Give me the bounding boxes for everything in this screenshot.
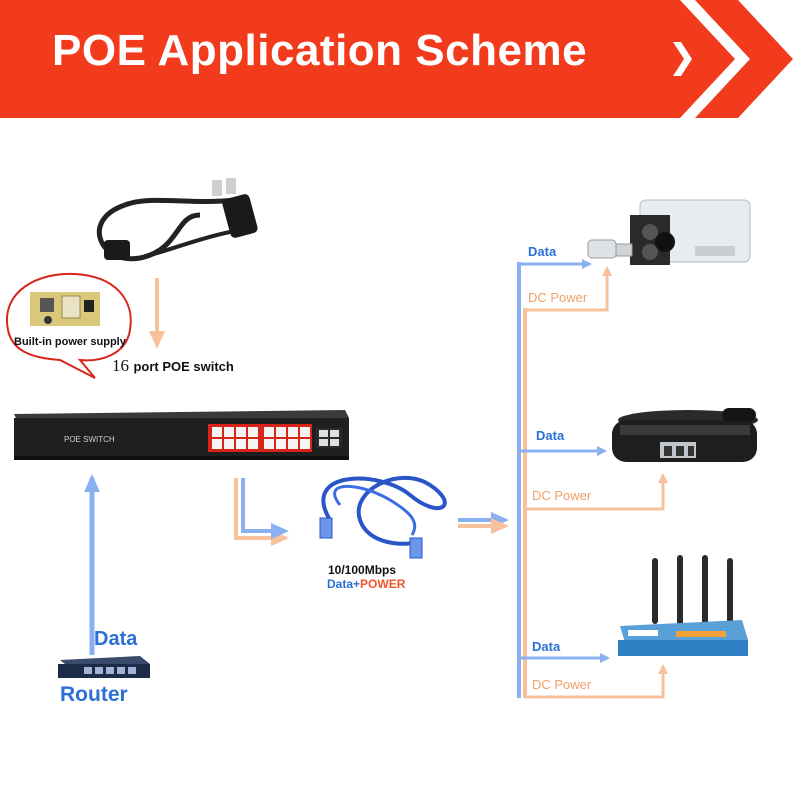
- phone-data-label: Data: [536, 428, 565, 443]
- chevron-right-icon: [673, 42, 692, 76]
- switch-caption-text: port POE switch: [133, 359, 234, 374]
- title-banner: [0, 0, 793, 118]
- rj45-port-icon: [300, 439, 310, 449]
- rj45-port-icon: [212, 439, 222, 449]
- switch-port-count: 16: [112, 356, 129, 375]
- rj45-port-icon: [224, 427, 234, 437]
- rj45-port-icon: [276, 427, 286, 437]
- rj45-port-icon: [264, 427, 274, 437]
- poe-switch-device: [14, 410, 349, 460]
- rj45-port-icon: [248, 427, 258, 437]
- rj45-port-icon: [128, 667, 136, 674]
- rj45-port-icon: [276, 439, 286, 449]
- rj45-port-icon: [236, 427, 246, 437]
- rj45-port-icon: [224, 439, 234, 449]
- camera-data-label: Data: [528, 244, 557, 259]
- rj45-port-icon: [330, 430, 339, 437]
- rj45-port-icon: [84, 667, 92, 674]
- wireless-router-device: [618, 555, 748, 656]
- rj45-port-icon: [288, 427, 298, 437]
- router-ports: [84, 667, 136, 674]
- rj45-port-icon: [330, 439, 339, 446]
- switch-caption: 16 port POE switch: [112, 356, 234, 376]
- rj45-port-icon: [117, 667, 125, 674]
- power-supply-callout: [5, 272, 132, 379]
- rj45-port-icon: [264, 439, 274, 449]
- router-label: Router: [60, 683, 128, 706]
- cable-speed-label: 10/100Mbps: [328, 563, 397, 577]
- ip-camera-device: [587, 199, 751, 265]
- router-device: [58, 656, 150, 678]
- rj45-port-icon: [319, 430, 328, 437]
- page-title: POE Application Scheme: [52, 26, 588, 75]
- rj45-port-icon: [236, 439, 246, 449]
- camera-power-label: DC Power: [528, 290, 588, 305]
- ethernet-cable-icon: [319, 475, 447, 559]
- phone-power-label: DC Power: [532, 488, 592, 503]
- power-cord-icon: [96, 178, 258, 262]
- cable-power-label: POWER: [360, 577, 406, 591]
- ap-data-label: Data: [532, 639, 561, 654]
- rj45-port-icon: [212, 427, 222, 437]
- rj45-port-icon: [95, 667, 103, 674]
- rj45-port-icon: [288, 439, 298, 449]
- rj45-port-icon: [319, 439, 328, 446]
- rj45-port-icon: [106, 667, 114, 674]
- router-data-label: Data: [94, 628, 138, 650]
- uplink-ports: [319, 430, 339, 446]
- ports-grid: [212, 427, 310, 449]
- power-supply-label: Built-in power supply: [14, 336, 126, 348]
- ip-phone-device: [612, 408, 758, 462]
- rj45-port-icon: [248, 439, 258, 449]
- cable-data-label: Data+: [327, 577, 361, 591]
- cable-type-label: Data+POWER: [327, 577, 405, 591]
- ap-power-label: DC Power: [532, 677, 592, 692]
- switch-output-arrow: [234, 478, 289, 546]
- switch-panel-label: POE SWITCH: [64, 435, 115, 444]
- rj45-port-icon: [300, 427, 310, 437]
